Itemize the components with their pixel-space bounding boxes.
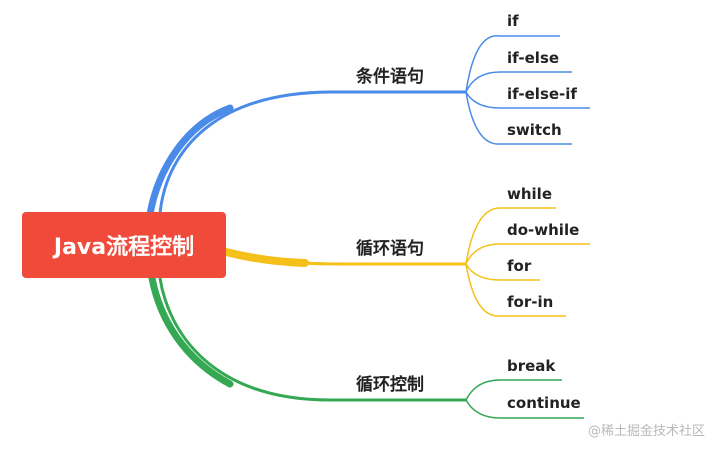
leaf-connector-continue bbox=[465, 399, 584, 419]
leaf-switch[interactable]: switch bbox=[507, 121, 562, 139]
leaf-if[interactable]: if bbox=[507, 12, 519, 30]
leaf-do-while[interactable]: do-while bbox=[507, 221, 580, 239]
leaf-if-else[interactable]: if-else bbox=[507, 49, 560, 67]
leaf-if-else-if[interactable]: if-else-if bbox=[507, 85, 577, 103]
leaf-connector-switch bbox=[465, 91, 572, 145]
connector-conditional-thick bbox=[146, 104, 234, 218]
branch-loop-label[interactable]: 循环语句 bbox=[356, 239, 424, 259]
leaf-connector-if bbox=[465, 35, 560, 93]
leaf-connector-if-else-if bbox=[465, 91, 590, 109]
leaf-connector-while bbox=[465, 207, 556, 265]
root-node[interactable]: Java流程控制 bbox=[22, 212, 226, 278]
connector-loop-thick bbox=[222, 248, 309, 267]
leaf-while[interactable]: while bbox=[507, 185, 552, 203]
branch-conditional-label[interactable]: 条件语句 bbox=[356, 67, 424, 87]
leaf-connector-break bbox=[465, 379, 562, 401]
watermark: @稀土掘金技术社区 bbox=[587, 424, 705, 439]
leaf-continue[interactable]: continue bbox=[507, 394, 581, 412]
root-label: Java流程控制 bbox=[53, 235, 195, 260]
connector-conditional bbox=[158, 90, 466, 215]
leaf-connector-if-else bbox=[465, 71, 572, 93]
leaf-for-in[interactable]: for-in bbox=[507, 293, 554, 311]
branch-loop-control-label[interactable]: 循环控制 bbox=[356, 375, 424, 395]
leaf-connector-do-while bbox=[465, 243, 590, 265]
connector-loop-control bbox=[158, 277, 466, 402]
leaf-connector-for bbox=[465, 263, 540, 281]
leaf-for[interactable]: for bbox=[507, 257, 532, 275]
leaf-break[interactable]: break bbox=[507, 357, 556, 375]
leaf-connector-for-in bbox=[465, 263, 566, 317]
connector-loop-control-thick bbox=[148, 274, 234, 388]
